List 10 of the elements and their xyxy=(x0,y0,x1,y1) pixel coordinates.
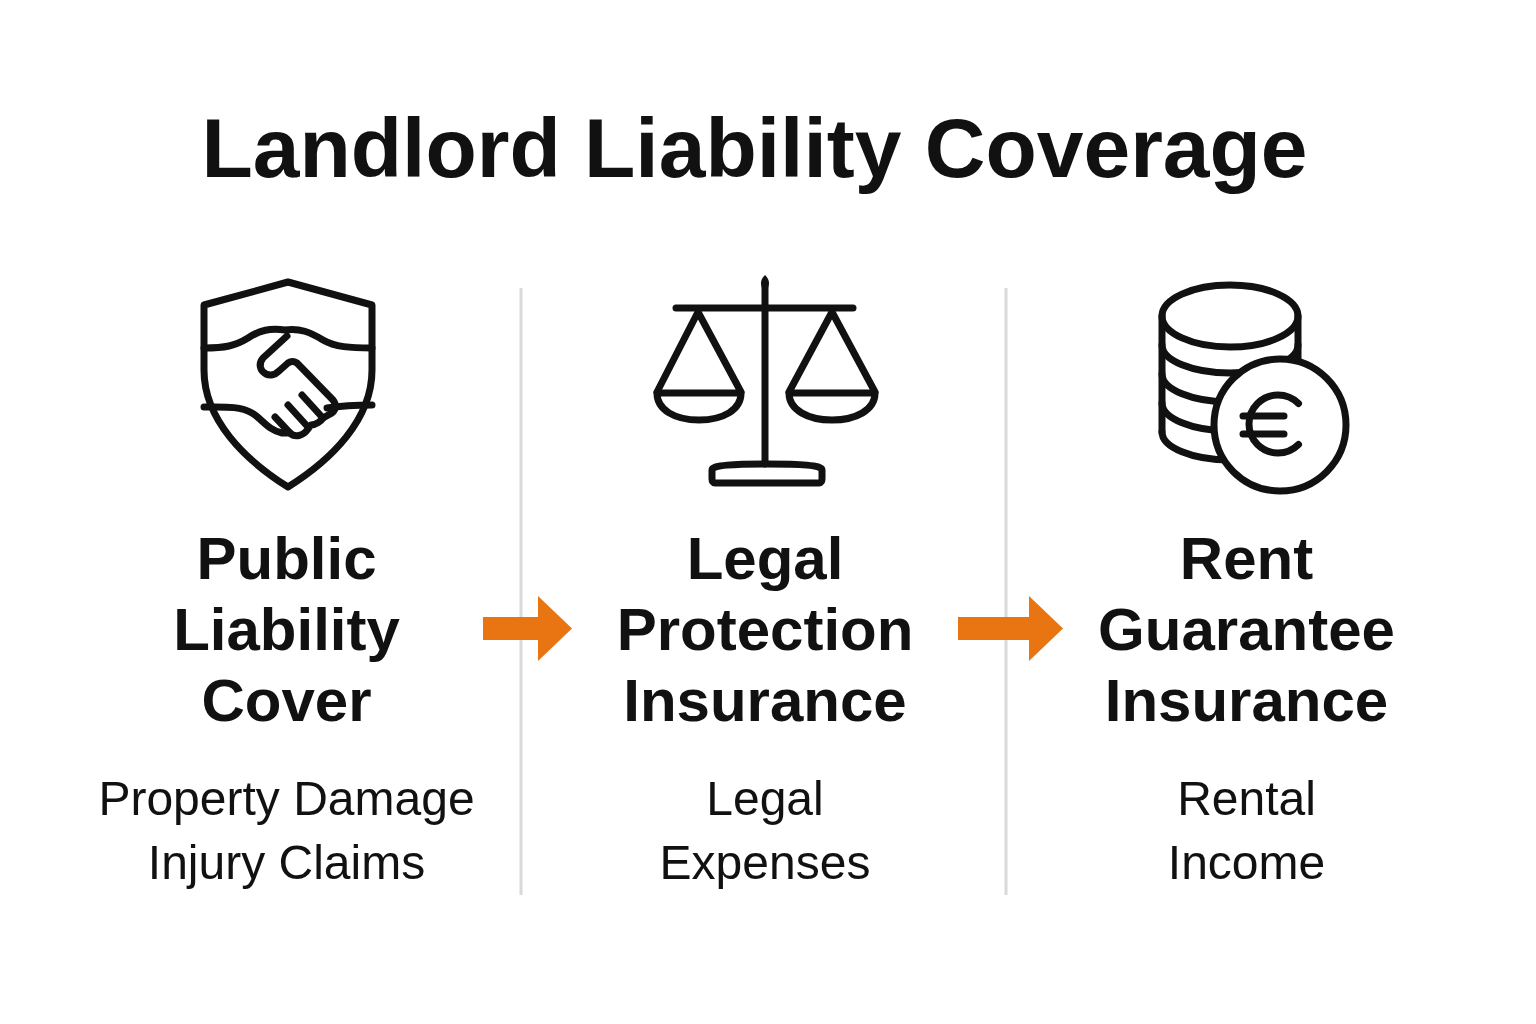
column-heading: Public Liability Cover xyxy=(173,524,400,736)
arrow xyxy=(483,596,572,661)
arrow xyxy=(958,596,1063,661)
column-description: Property Damage xyxy=(98,771,475,827)
column-description: Rental Income xyxy=(1167,771,1326,891)
column-description: Legal Expenses xyxy=(659,771,871,891)
column-description: Injury Claims xyxy=(147,835,426,891)
diagram-title: Landlord Liability Coverage xyxy=(201,100,1308,197)
column-heading: Legal Protection Insurance xyxy=(616,524,914,736)
column-heading: Rent Guarantee Insurance xyxy=(1098,524,1395,736)
